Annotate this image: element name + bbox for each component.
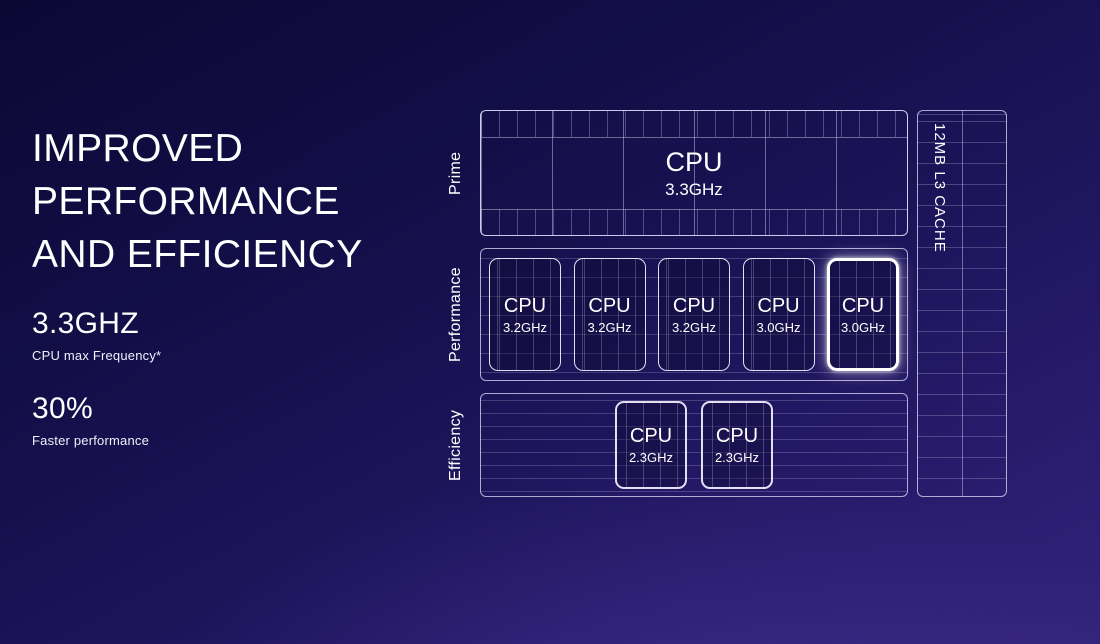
core-frequency: 2.3GHz [714,450,760,465]
headline-line-3: AND EFFICIENCY [32,233,363,276]
efficiency-cluster: CPU 2.3GHz CPU 2.3GHz [480,393,908,497]
performance-core-5-highlighted: CPU 3.0GHz [827,258,899,371]
row-label-prime: Prime [447,151,464,195]
row-label-performance: Performance [447,267,464,362]
core-name: CPU [629,425,673,447]
l3-cache-block: 12MB L3 CACHE [917,110,1007,497]
prime-grid-band-top [481,111,907,137]
core-frequency: 3.0GHz [756,319,801,335]
prime-cpu-block: CPU 3.3GHz [480,110,908,236]
core-frequency: 3.2GHz [502,319,548,335]
performance-core-3: CPU 3.2GHz [658,258,730,371]
stat-faster-performance-label: Faster performance [32,433,150,448]
core-name: CPU [588,294,631,317]
l3-cache-label: 12MB L3 CACHE [931,123,948,253]
stat-max-frequency-label: CPU max Frequency* [32,348,162,363]
core-frequency: 3.2GHz [587,319,632,335]
performance-cluster: CPU 3.2GHz CPU 3.2GHz CPU 3.2GHz CPU 3.0… [480,248,908,381]
stat-max-frequency: 3.3GHZ CPU max Frequency* [32,307,432,364]
prime-core-label: CPU 3.3GHz [481,111,907,235]
stat-faster-performance-value: 30% [32,392,93,425]
headline-line-1: IMPROVED [32,127,244,170]
core-name: CPU [672,294,716,317]
efficiency-core-1: CPU 2.3GHz [615,401,687,489]
prime-core-frequency: 3.3GHz [665,179,723,199]
core-frequency: 3.0GHz [840,319,886,335]
stat-max-frequency-value: 3.3GHZ [32,307,139,340]
headline: IMPROVED PERFORMANCE AND EFFICIENCY [32,122,432,281]
prime-core-name: CPU [665,146,723,177]
core-name: CPU [841,294,885,317]
core-frequency: 2.3GHz [628,450,674,465]
left-panel: IMPROVED PERFORMANCE AND EFFICIENCY 3.3G… [32,122,432,449]
efficiency-core-2: CPU 2.3GHz [701,401,773,489]
performance-core-1: CPU 3.2GHz [489,258,561,371]
core-name: CPU [503,294,547,317]
performance-core-4: CPU 3.0GHz [742,258,815,371]
stat-faster-performance: 30% Faster performance [32,392,432,449]
headline-line-2: PERFORMANCE [32,180,340,223]
core-name: CPU [715,425,759,447]
performance-core-2: CPU 3.2GHz [573,258,646,371]
row-label-efficiency: Efficiency [447,409,464,481]
core-frequency: 3.2GHz [671,319,717,335]
core-name: CPU [757,294,800,317]
prime-grid-band-bottom [481,209,907,235]
